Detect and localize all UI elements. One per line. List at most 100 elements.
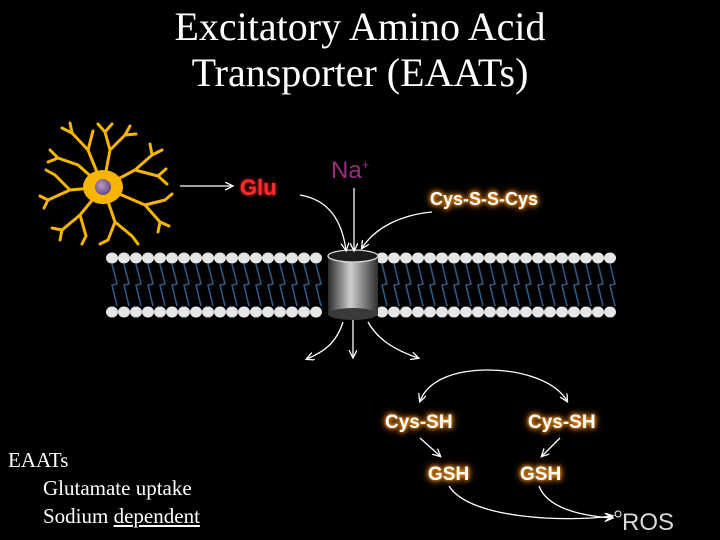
sodium-charge: +: [361, 157, 370, 172]
recycle-right-arrow: [487, 369, 567, 401]
lipid-tail: [219, 263, 226, 307]
lipid-tail: [573, 263, 580, 307]
notes-line-1: Glutamate uptake: [43, 476, 192, 500]
sodium-symbol: Na: [331, 157, 362, 184]
lipid-head: [142, 306, 154, 318]
cystine-label: Cys-S-S-Cys: [430, 189, 539, 209]
cys-to-gsh-right-arrow: [542, 437, 561, 456]
lipid-tail: [525, 263, 532, 307]
lipid-head: [520, 306, 532, 318]
lipid-head: [250, 306, 262, 318]
lipid-head: [178, 252, 190, 264]
glu-label: Glu: [240, 175, 277, 200]
lipid-tail: [183, 263, 190, 307]
lipid-head: [238, 252, 250, 264]
lipid-head: [532, 306, 544, 318]
lipid-head: [556, 252, 568, 264]
lipid-head: [118, 252, 130, 264]
lipid-tail: [417, 263, 424, 307]
lipid-head: [448, 306, 460, 318]
recycle-left-arrow: [420, 369, 489, 401]
lipid-head: [166, 252, 178, 264]
lipid-tail: [135, 263, 142, 307]
lipid-head: [142, 252, 154, 264]
notes-line-2-emphasis: dependent: [113, 504, 200, 528]
lipid-head: [286, 306, 298, 318]
lipid-head: [592, 252, 604, 264]
lipid-tail: [585, 263, 592, 307]
lipid-head: [448, 252, 460, 264]
lipid-head: [412, 252, 424, 264]
lipid-tail: [537, 263, 544, 307]
lipid-head: [436, 306, 448, 318]
lipid-tail: [477, 263, 484, 307]
lipid-tail: [195, 263, 202, 307]
lipid-head: [472, 306, 484, 318]
lipid-head: [472, 252, 484, 264]
lipid-head: [226, 252, 238, 264]
lipid-tail: [453, 263, 460, 307]
channel-out-right-arrow: [367, 321, 418, 358]
lipid-tail: [279, 263, 286, 307]
lipid-head: [544, 306, 556, 318]
lipid-tail: [405, 263, 412, 307]
gsh-right-label: GSH: [520, 464, 562, 485]
lipid-tail: [393, 263, 400, 307]
lipid-tail: [171, 263, 178, 307]
lipid-head: [580, 306, 592, 318]
cys-to-gsh-left-arrow: [419, 437, 440, 456]
gsh-right-to-ros-arrow: [538, 485, 612, 518]
lipid-head: [568, 252, 580, 264]
lipid-head: [496, 306, 508, 318]
lipid-bilayer: [106, 252, 616, 318]
lipid-head: [388, 252, 400, 264]
lipid-head: [556, 306, 568, 318]
lipid-head: [496, 252, 508, 264]
lipid-tail: [231, 263, 238, 307]
lipid-head: [190, 252, 202, 264]
title-line-2: Transporter (EAATs): [191, 50, 529, 95]
lipid-head: [106, 252, 118, 264]
lipid-tail: [303, 263, 310, 307]
lipid-head: [532, 252, 544, 264]
lipid-tail: [207, 263, 214, 307]
lipid-head: [604, 306, 616, 318]
transporter-channel: [327, 249, 379, 320]
lipid-head: [400, 252, 412, 264]
cys-sh-right-label: Cys-SH: [528, 412, 596, 433]
lipid-head: [214, 252, 226, 264]
lipid-tail: [429, 263, 436, 307]
lipid-tail: [549, 263, 556, 307]
lipid-head: [190, 306, 202, 318]
lipid-head: [310, 306, 322, 318]
lipid-head: [424, 252, 436, 264]
lipid-head: [202, 306, 214, 318]
lipid-head: [202, 252, 214, 264]
lipid-head: [592, 306, 604, 318]
lipid-head: [310, 252, 322, 264]
lipid-head: [388, 306, 400, 318]
lipid-tail: [513, 263, 520, 307]
lipid-head: [250, 252, 262, 264]
lipid-tail: [381, 263, 388, 307]
lipid-head: [520, 252, 532, 264]
lipid-head: [274, 306, 286, 318]
lipid-head: [460, 252, 472, 264]
eaat-notes: EAATs Glutamate uptake Sodium dependent: [8, 446, 200, 530]
channel-out-left-arrow: [307, 321, 344, 359]
lipid-tail: [609, 263, 616, 307]
lipid-head: [262, 252, 274, 264]
lipid-head: [166, 306, 178, 318]
lipid-head: [400, 306, 412, 318]
lipid-tail: [291, 263, 298, 307]
lipid-head: [376, 252, 388, 264]
lipid-head: [238, 306, 250, 318]
gsh-left-to-ros-arrow: [448, 485, 612, 519]
lipid-tail: [159, 263, 166, 307]
neuron-icon: [38, 121, 174, 246]
lipid-tail: [315, 263, 322, 307]
lipid-head: [130, 252, 142, 264]
lipid-head: [226, 306, 238, 318]
lipid-head: [298, 252, 310, 264]
lipid-head: [436, 252, 448, 264]
